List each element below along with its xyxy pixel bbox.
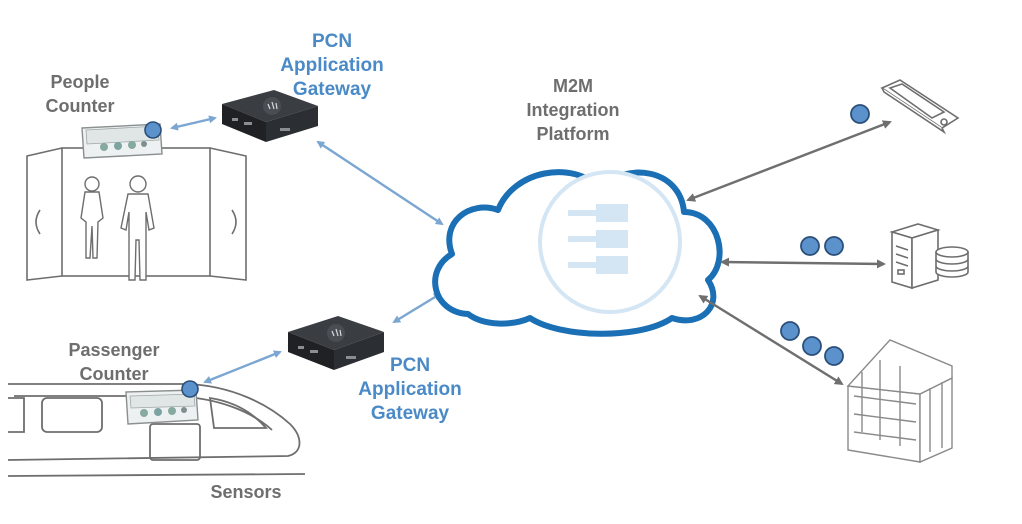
plug-connector-icon xyxy=(568,204,628,274)
data-dot-icon xyxy=(181,380,199,398)
building-icon xyxy=(846,339,953,464)
data-dot-icon xyxy=(800,236,820,256)
people-counter-label-line: Counter xyxy=(45,96,115,116)
data-dot-icon xyxy=(824,236,844,256)
gateway-top-label-line: Gateway xyxy=(292,79,372,100)
data-dot-icon xyxy=(802,336,822,356)
platform-label: M2M Integration Platform xyxy=(503,74,643,146)
passenger-counter-label: Passenger Counter xyxy=(52,338,176,386)
person-icon xyxy=(80,176,104,259)
cloud-server-link xyxy=(720,257,886,269)
server-icon xyxy=(889,223,941,290)
gateway-top-label: PCN Application Gateway xyxy=(262,30,402,102)
data-dot-icon xyxy=(824,346,844,366)
gateway-cloud-link xyxy=(392,292,442,324)
platform-label-line: Platform xyxy=(536,124,610,144)
gateway-device-icon xyxy=(222,90,318,142)
gateway-device-icon xyxy=(288,316,384,370)
gateway-top-label-line: Application xyxy=(280,55,384,76)
gateway-bottom-label-line: Gateway xyxy=(370,403,450,424)
platform-label-line: M2M xyxy=(553,76,593,96)
people-counter-label: People Counter xyxy=(30,70,130,118)
data-dot-icon xyxy=(850,104,870,124)
sensor-gateway-link xyxy=(203,350,282,384)
people-counter-sensor-icon xyxy=(125,389,199,425)
cloud-icon xyxy=(432,169,723,337)
gateway-bottom-label-line: Application xyxy=(358,379,462,400)
sensor-gateway-link xyxy=(170,115,217,131)
data-dot-icon xyxy=(144,121,162,139)
smartphone-icon xyxy=(880,79,960,135)
gateway-top-label-line: PCN xyxy=(311,31,353,52)
sensors-label: Sensors xyxy=(210,482,282,502)
gateway-bottom-label: PCN Application Gateway xyxy=(340,354,480,426)
people-counter-sensor-icon xyxy=(81,123,163,159)
database-icon xyxy=(935,246,969,278)
passenger-counter-label-line: Passenger xyxy=(68,340,160,360)
data-dot-icon xyxy=(780,321,800,341)
gateway-cloud-link xyxy=(316,140,444,226)
passenger-counter-label-line: Counter xyxy=(79,364,149,384)
people-counter-label-line: People xyxy=(50,72,110,92)
cloud-phone-link xyxy=(686,120,892,202)
cloud-building-link xyxy=(698,294,844,386)
gateway-bottom-label-line: PCN xyxy=(389,355,431,376)
person-icon xyxy=(120,175,155,281)
platform-label-line: Integration xyxy=(526,100,620,120)
